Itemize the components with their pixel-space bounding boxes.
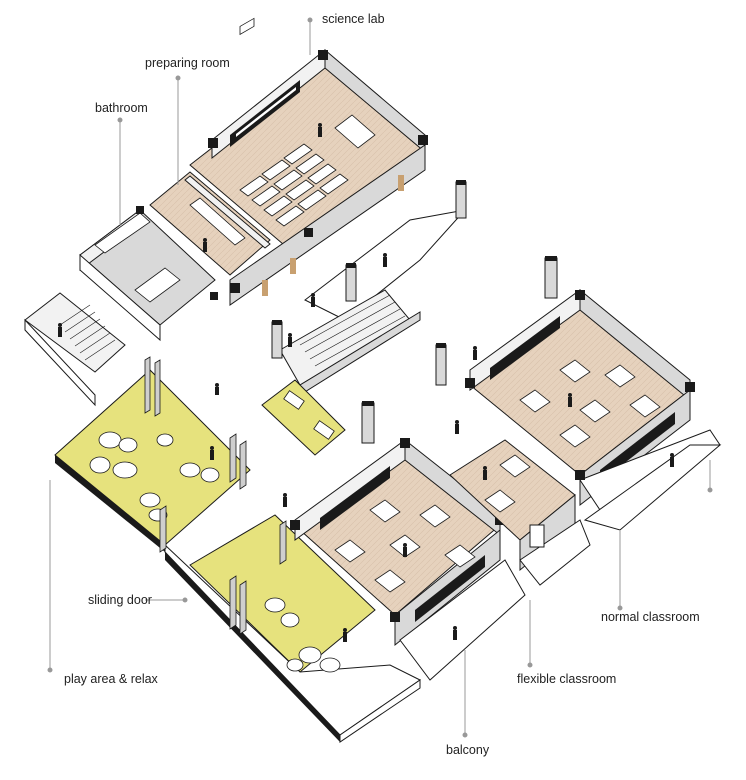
sliding-door-panels [144, 356, 287, 635]
normal-classroom-block [465, 288, 722, 531]
bathroom-block [24, 206, 218, 407]
label-normal-classroom: normal classroom [601, 610, 700, 624]
label-science-lab: science lab [322, 12, 385, 26]
play-area-floor-south [189, 514, 376, 673]
label-bathroom: bathroom [95, 101, 148, 115]
label-balcony: balcony [446, 743, 490, 757]
flexible-classroom-block [290, 438, 526, 681]
connector-hall [449, 439, 591, 586]
people-figures [58, 123, 674, 642]
ground-slab [164, 543, 421, 743]
label-sliding-door: sliding door [88, 593, 152, 607]
label-flexible-classroom: flexible classroom [517, 672, 617, 686]
label-play-area: play area & relax [64, 672, 158, 686]
science-lab-block [149, 17, 428, 306]
play-area-floor-north [54, 369, 251, 552]
label-preparing-room: preparing room [145, 56, 230, 70]
study-pad [261, 379, 346, 456]
leader-lines [47, 17, 713, 738]
